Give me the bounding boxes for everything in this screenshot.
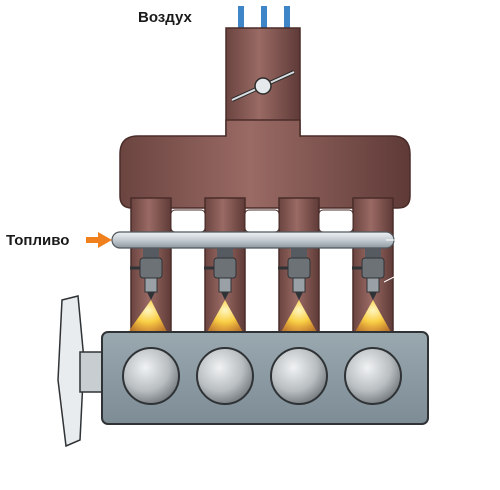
fuel-arrow-icon — [86, 232, 112, 248]
engine-fan — [57, 295, 105, 448]
engine-block — [101, 331, 429, 425]
throttle-valve — [231, 70, 295, 102]
fuel-label: Топливо — [6, 232, 69, 249]
fuel-rail — [111, 231, 395, 249]
air-label: Воздух — [138, 9, 192, 26]
fuel-injector — [278, 248, 311, 300]
cylinder-piston — [344, 347, 402, 405]
fuel-spray — [128, 300, 168, 334]
cylinder-piston — [196, 347, 254, 405]
fuel-injector — [130, 248, 163, 300]
fuel-spray — [206, 300, 244, 334]
injectors — [130, 239, 398, 300]
fuel-injector — [352, 239, 398, 300]
cylinder-piston — [122, 347, 180, 405]
cylinder-piston — [270, 347, 328, 405]
fuel-spray — [354, 300, 392, 334]
fuel-injector — [204, 248, 237, 300]
fuel-spray — [280, 300, 318, 334]
fuel-sprays — [128, 300, 392, 334]
